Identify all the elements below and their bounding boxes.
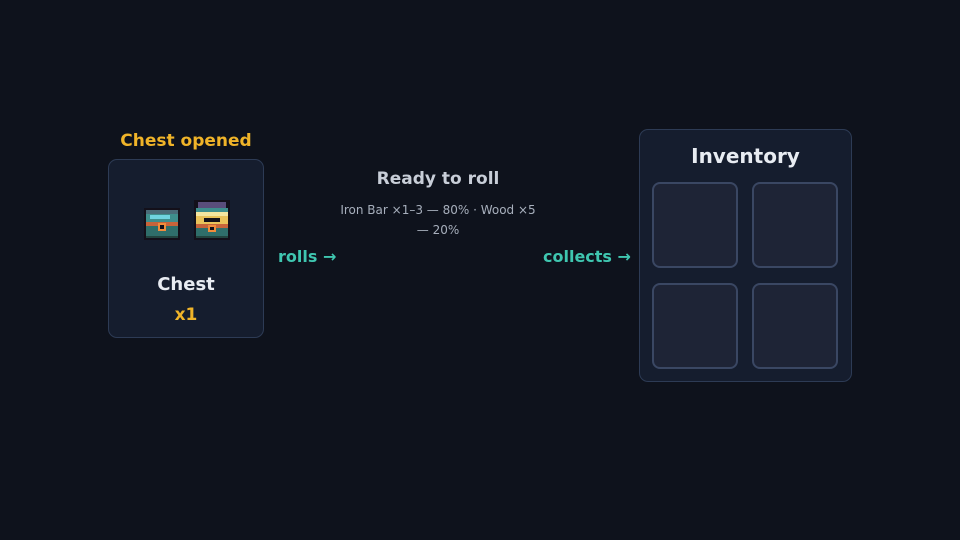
chest-status-label: Chest opened (120, 131, 252, 151)
chest-name: Chest (157, 274, 215, 295)
inventory-slot[interactable] (752, 182, 838, 268)
inventory-slot[interactable] (652, 283, 738, 369)
inventory-panel: Inventory (639, 129, 852, 382)
chest-sprites (109, 200, 263, 242)
collects-arrow-label: collects → (543, 247, 631, 266)
inventory-title: Inventory (691, 144, 800, 168)
chest-quantity: x1 (174, 305, 198, 325)
roll-status-title: Ready to roll (376, 169, 500, 189)
open-chest-icon (194, 200, 230, 240)
loot-table-description: Iron Bar ×1–3 — 80% · Wood ×5 — 20% (340, 203, 536, 237)
inventory-slot[interactable] (652, 182, 738, 268)
chest-card[interactable]: Chest x1 (108, 159, 264, 338)
closed-chest-icon (144, 208, 180, 240)
inventory-slot[interactable] (752, 283, 838, 369)
rolls-arrow-label: rolls → (278, 247, 337, 266)
